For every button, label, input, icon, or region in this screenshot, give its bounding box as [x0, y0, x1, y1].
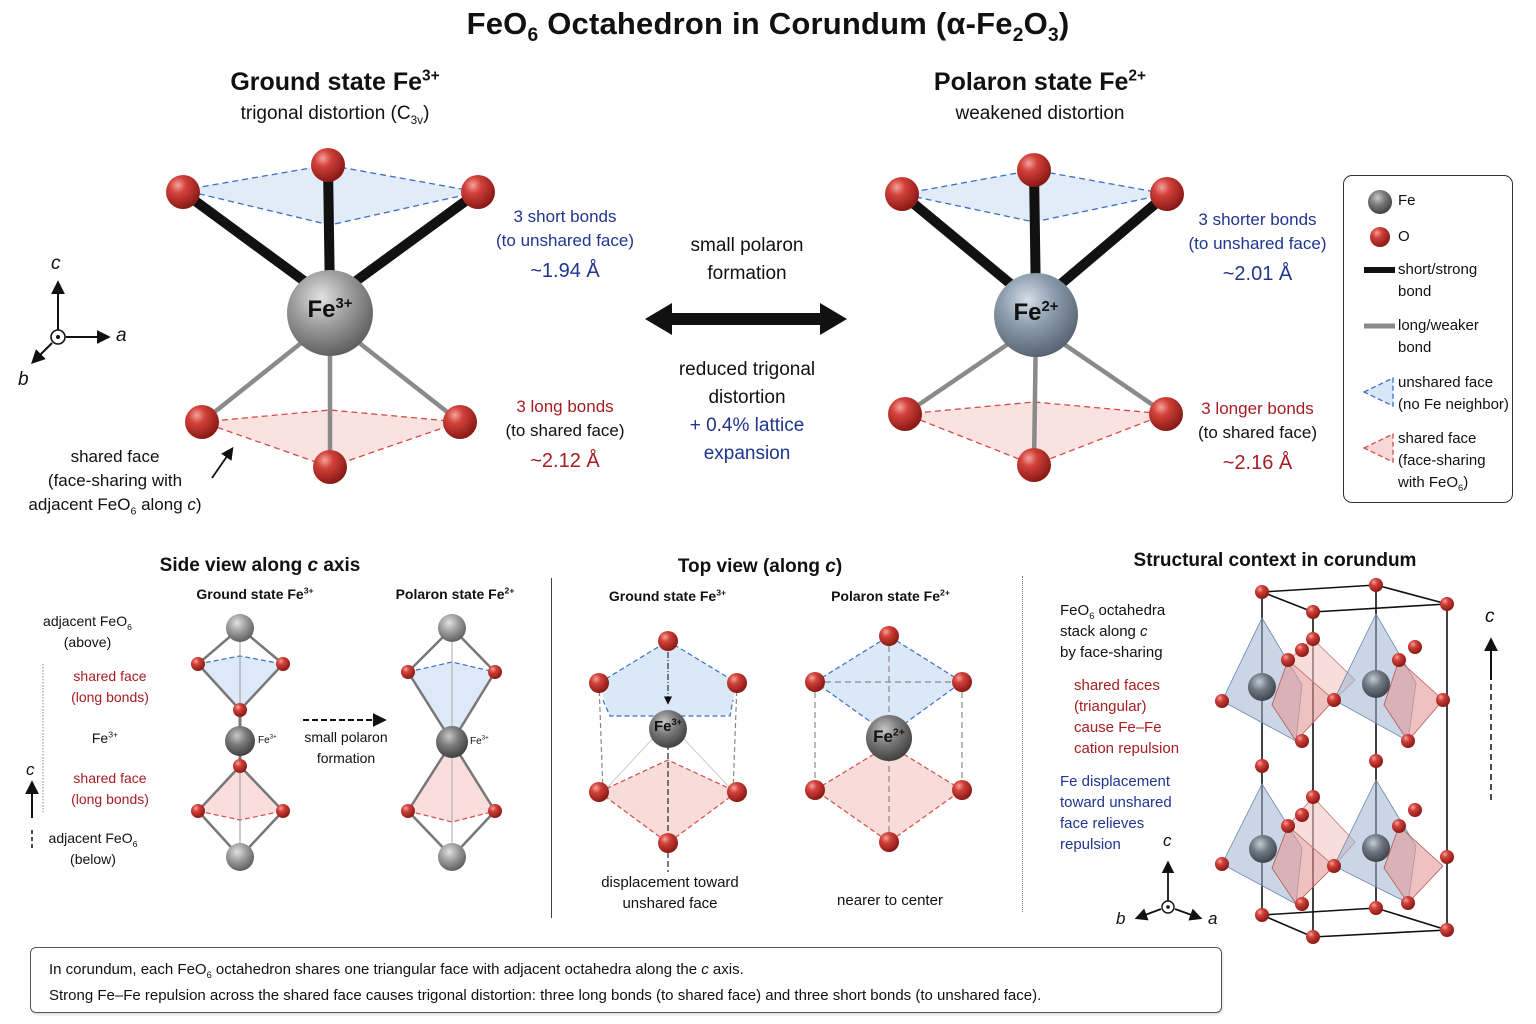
- shared-face-note: shared face (face-sharing with adjacent …: [28, 447, 202, 518]
- oxygen-sphere-icon: [1370, 227, 1390, 247]
- oxygen-atom: [885, 177, 919, 211]
- top-view-diagram: [589, 626, 972, 872]
- unshared-face-icon: [1362, 376, 1394, 408]
- side-polaron-fe-label: Fe3+: [470, 734, 489, 747]
- shared-face-label-lower: shared face(long bonds): [71, 770, 149, 807]
- polaron-short-bonds-label: 3 shorter bonds (to unshared face) ~2.01…: [1188, 210, 1327, 285]
- side-view-polaron-label: Polaron state Fe2+: [395, 585, 515, 602]
- context-stack-axis-label: c: [1485, 606, 1495, 627]
- octahedron: [1221, 783, 1356, 905]
- ground-short-bonds-label: 3 short bonds (to unshared face) ~1.94 Å: [496, 207, 634, 282]
- legend-item-o: O: [1398, 228, 1410, 245]
- oxygen-atom: [888, 397, 922, 431]
- explanation-note: In corundum, each FeO6 octahedron shares…: [30, 947, 1222, 1013]
- top-polaron-fe-label: Fe2+: [873, 726, 905, 746]
- octahedron: [1333, 613, 1444, 742]
- side-ground-fe-label: Fe3+: [258, 733, 277, 746]
- oxygen-atom: [1150, 177, 1184, 211]
- fe3-atom: [287, 270, 373, 356]
- ground-long-bonds-label: 3 long bonds (to shared face) ~2.12 Å: [505, 397, 625, 472]
- octahedron: [1221, 617, 1356, 742]
- oxygen-atom: [1017, 153, 1051, 187]
- polaron-state-heading: Polaron state Fe2+ weakened distortion: [933, 67, 1147, 124]
- axis-b-label: b: [18, 369, 29, 390]
- polaron-long-bonds-label: 3 longer bonds (to shared face) ~2.16 Å: [1197, 399, 1318, 474]
- oxygen-atom: [166, 175, 200, 209]
- shared-face-label-upper: shared face(long bonds): [71, 668, 149, 705]
- legend-item-fe: Fe: [1398, 192, 1416, 209]
- top-view-title: Top view (along c): [677, 556, 843, 577]
- oxygen-atom: [313, 450, 347, 484]
- side-polaron-column: [401, 614, 502, 871]
- context-axis-b-label: b: [1116, 909, 1126, 928]
- double-arrow-icon: [645, 303, 847, 335]
- axis-triad: [31, 280, 111, 364]
- shared-face-pointer: [211, 446, 234, 479]
- adjacent-above-label: adjacent FeO6(above): [43, 613, 132, 650]
- fe2-atom-label: Fe2+: [1013, 299, 1059, 326]
- divider: [551, 578, 552, 918]
- top-ground-fe-label: Fe3+: [653, 717, 683, 735]
- side-axis-c-label: c: [26, 760, 35, 779]
- octahedron: [1333, 779, 1444, 904]
- oxygen-atom: [185, 405, 219, 439]
- polaron-octahedron: [885, 153, 1184, 482]
- side-view-ground-label: Ground state Fe3+: [196, 585, 314, 602]
- fe3-atom-label: Fe3+: [307, 296, 353, 323]
- shared-face-icon: [1362, 432, 1394, 464]
- top-polaron: [805, 626, 972, 852]
- oxygen-atom: [1017, 448, 1051, 482]
- oxygen-atom: [311, 148, 345, 182]
- oxygen-atom: [1149, 397, 1183, 431]
- legend-item-unshared-face: unshared face(no Fe neighbor): [1398, 374, 1509, 413]
- fe-sphere-icon: [1368, 190, 1392, 214]
- context-axis-triad: [1134, 860, 1203, 921]
- context-axis-c-label: c: [1163, 831, 1172, 850]
- oxygen-atom: [461, 175, 495, 209]
- side-view-title: Side view along c axis: [159, 555, 361, 576]
- ground-state-heading: Ground state Fe3+ trigonal distortion (C…: [230, 67, 440, 127]
- oxygen-atom: [443, 405, 477, 439]
- page-title: FeO6 Octahedron in Corundum (α-Fe2O3): [466, 6, 1070, 47]
- context-title: Structural context in corundum: [1133, 550, 1417, 571]
- context-stack-note: FeO6 octahedra stack along c by face-sha…: [1060, 602, 1166, 661]
- side-view-diagram: [25, 614, 502, 871]
- side-fe3-label: Fe3+: [91, 729, 119, 746]
- axis-a-label: a: [116, 325, 127, 346]
- top-view-ground-label: Ground state Fe3+: [608, 587, 727, 604]
- fe2-atom: [994, 273, 1078, 357]
- top-view-polaron-label: Polaron state Fe2+: [831, 587, 950, 604]
- top-polaron-caption: nearer to center: [837, 892, 943, 909]
- adjacent-below-label: adjacent FeO6(below): [48, 830, 138, 867]
- axis-c-label: c: [51, 253, 61, 274]
- divider: [1022, 576, 1023, 912]
- corundum-unit-cell: [1134, 578, 1498, 944]
- top-ground: [589, 631, 747, 872]
- side-ground-column: [191, 614, 290, 871]
- ground-octahedron: [166, 148, 495, 484]
- context-axis-a-label: a: [1208, 909, 1218, 928]
